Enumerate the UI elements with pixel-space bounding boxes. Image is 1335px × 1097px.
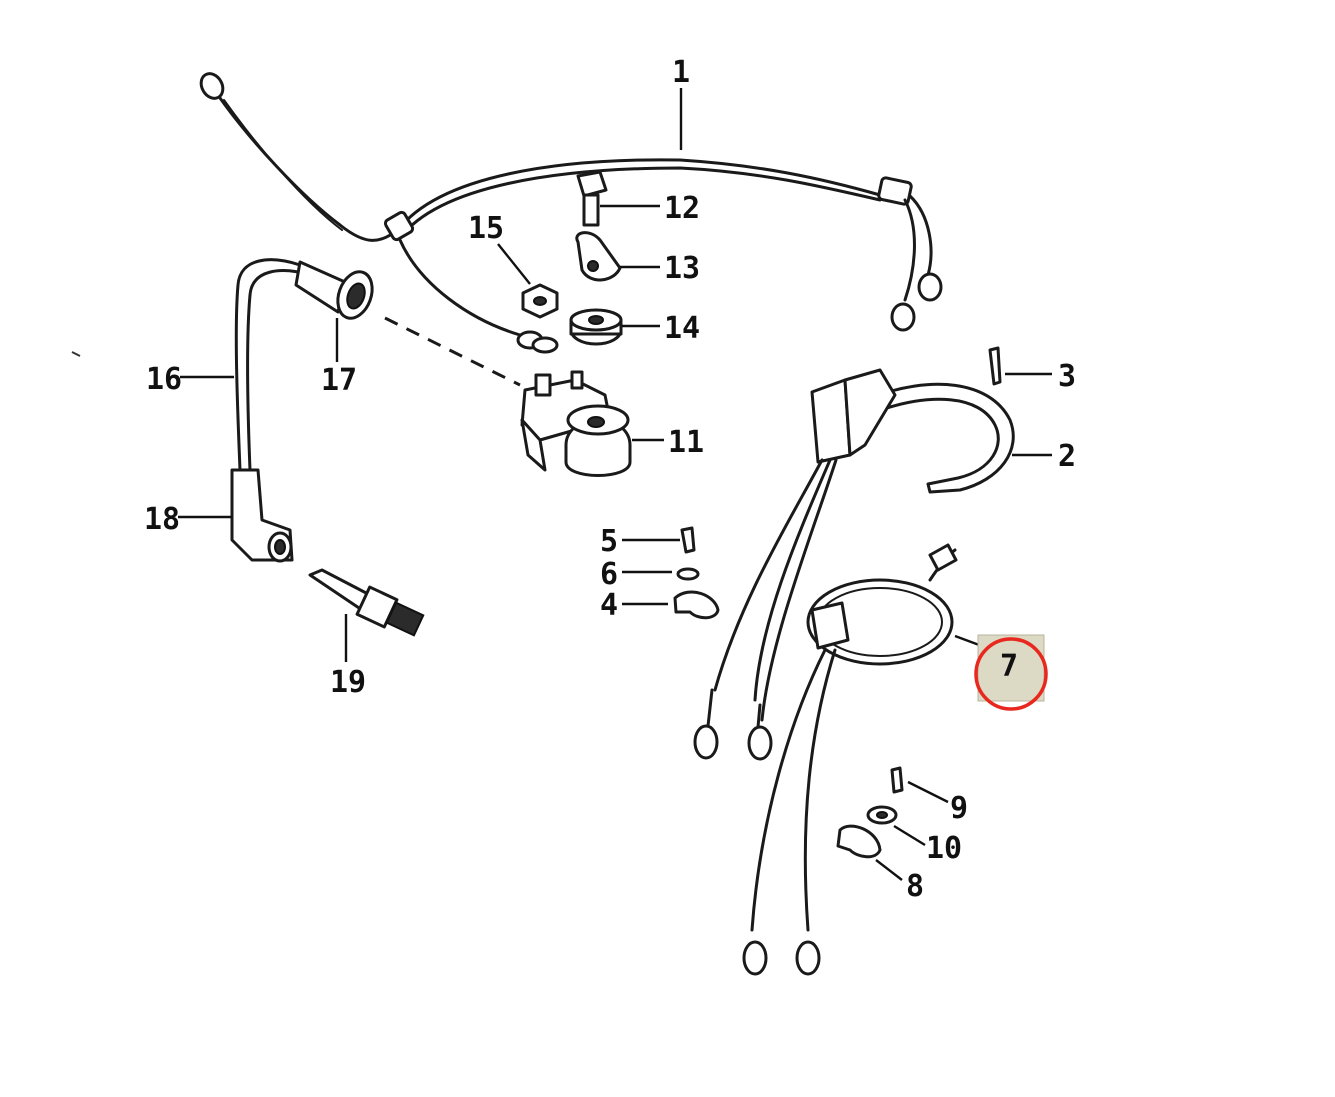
callout-2: 2: [1058, 439, 1076, 474]
leader-9: [907, 780, 949, 804]
leader-8: [875, 859, 903, 881]
leader-15: [497, 243, 531, 285]
coil-fasteners-12-15: [521, 170, 623, 354]
stator-plate-2: [693, 368, 1015, 761]
ignition-coil-11: [520, 370, 632, 477]
callout-labels: 1 2 3 4 5 6 7 8 9 10 11 12 13 14 15 16 1…: [144, 55, 1076, 904]
callout-8: 8: [906, 869, 924, 904]
leader-lines: [178, 88, 1052, 881]
callout-9: 9: [950, 791, 968, 826]
callout-1: 1: [672, 55, 690, 90]
wire-harness-1: [199, 72, 943, 350]
callout-15: 15: [468, 211, 504, 246]
callout-16: 16: [146, 362, 182, 397]
callout-5: 5: [600, 524, 618, 559]
leader-10: [893, 824, 926, 847]
callout-17: 17: [321, 363, 357, 398]
callout-11: 11: [668, 425, 704, 460]
callout-7: 7: [1000, 649, 1018, 684]
callout-18: 18: [144, 502, 180, 537]
callout-4: 4: [600, 588, 618, 623]
clamp-parts-8-10: [836, 766, 904, 859]
spark-plug-19: [308, 568, 425, 637]
connection-dash-line: [384, 316, 521, 387]
callout-12: 12: [664, 191, 700, 226]
clamp-parts-4-6: [673, 526, 720, 620]
screw-3: [988, 346, 1002, 386]
callout-10: 10: [926, 831, 962, 866]
callout-13: 13: [664, 251, 700, 286]
highlight-circle-marker: [974, 637, 1048, 711]
spark-plug-lead-16: [230, 258, 374, 563]
stray-mark: [71, 351, 81, 357]
callout-19: 19: [330, 665, 366, 700]
trigger-coil-7: [742, 543, 958, 976]
callout-6: 6: [600, 557, 618, 592]
callout-3: 3: [1058, 359, 1076, 394]
callout-14: 14: [664, 311, 700, 346]
